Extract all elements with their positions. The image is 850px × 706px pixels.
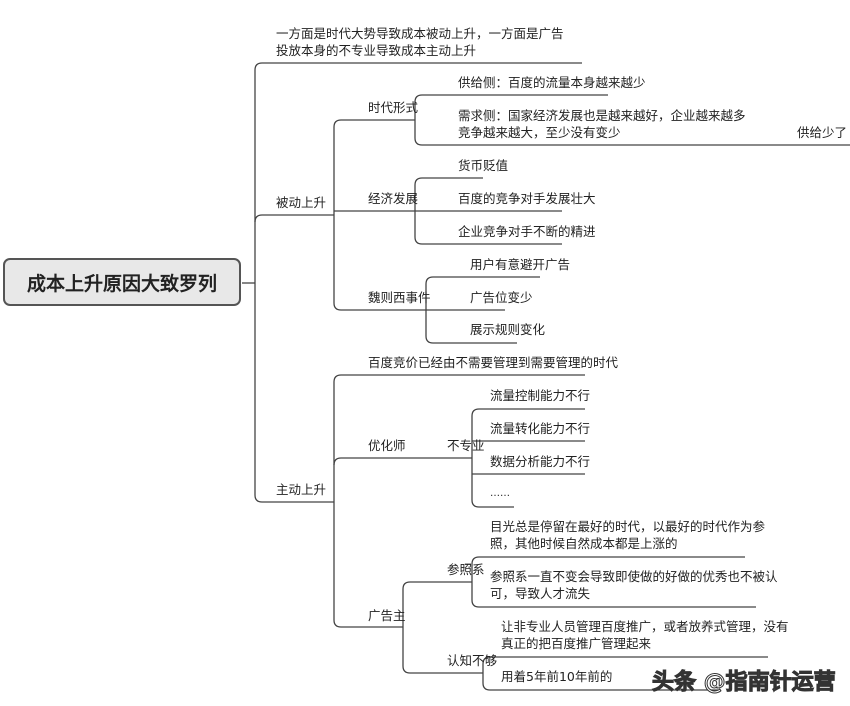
note-supply-less[interactable]: 供给少了	[797, 125, 848, 140]
node-optimizer-item[interactable]: 数据分析能力不行	[490, 454, 591, 469]
node-cognition-item-2[interactable]: 用着5年前10年前的	[501, 669, 613, 684]
node-optimizer[interactable]: 优化师	[368, 438, 406, 453]
node-economy[interactable]: 经济发展	[368, 191, 419, 206]
summary-line-2: 投放本身的不专业导致成本主动上升	[276, 43, 477, 58]
node-era-note[interactable]: 百度竞价已经由不需要管理到需要管理的时代	[368, 355, 619, 370]
node-cognition[interactable]: 认知不够	[447, 653, 498, 668]
node-event-item[interactable]: 展示规则变化	[470, 322, 546, 337]
node-event-item[interactable]: 用户有意避开广告	[470, 257, 571, 272]
node-demand-line-2[interactable]: 竞争越来越大，至少没有变少	[458, 125, 621, 140]
node-active[interactable]: 主动上升	[276, 482, 327, 497]
node-unprofessional[interactable]: 不专业	[447, 438, 485, 453]
node-economy-item[interactable]: 百度的竞争对手发展壮大	[458, 191, 596, 206]
node-reference[interactable]: 参照系	[447, 562, 485, 577]
node-reference-item-1-line-1[interactable]: 目光总是停留在最好的时代，以最好的时代作为参	[490, 519, 766, 534]
root-node[interactable]: 成本上升原因大致罗列	[3, 258, 241, 306]
node-optimizer-item[interactable]: ……	[490, 488, 510, 499]
node-demand-line-1[interactable]: 需求侧：国家经济发展也是越来越好，企业越来越多	[458, 108, 746, 123]
node-supply[interactable]: 供给侧：百度的流量本身越来越少	[458, 75, 646, 90]
node-era[interactable]: 时代形式	[368, 100, 419, 115]
watermark: 头条 @指南针运营	[652, 670, 837, 696]
node-event[interactable]: 魏则西事件	[368, 290, 431, 305]
node-passive[interactable]: 被动上升	[276, 195, 327, 210]
node-cognition-item-1-line-1[interactable]: 让非专业人员管理百度推广，或者放养式管理，没有	[501, 619, 789, 634]
node-reference-item-1-line-2[interactable]: 照，其他时候自然成本都是上涨的	[490, 536, 678, 551]
node-optimizer-item[interactable]: 流量转化能力不行	[490, 421, 591, 436]
node-economy-item[interactable]: 货币贬值	[458, 158, 509, 173]
node-reference-item-2-line-1[interactable]: 参照系一直不变会导致即使做的好做的优秀也不被认	[490, 569, 778, 584]
node-optimizer-item[interactable]: 流量控制能力不行	[490, 388, 591, 403]
summary-line-1: 一方面是时代大势导致成本被动上升，一方面是广告	[276, 26, 564, 41]
node-advertiser[interactable]: 广告主	[368, 608, 406, 623]
node-economy-item[interactable]: 企业竞争对手不断的精进	[458, 224, 596, 239]
node-cognition-item-1-line-2[interactable]: 真正的把百度推广管理起来	[501, 636, 652, 651]
node-reference-item-2-line-2[interactable]: 可，导致人才流失	[490, 586, 591, 601]
node-event-item[interactable]: 广告位变少	[470, 290, 533, 305]
